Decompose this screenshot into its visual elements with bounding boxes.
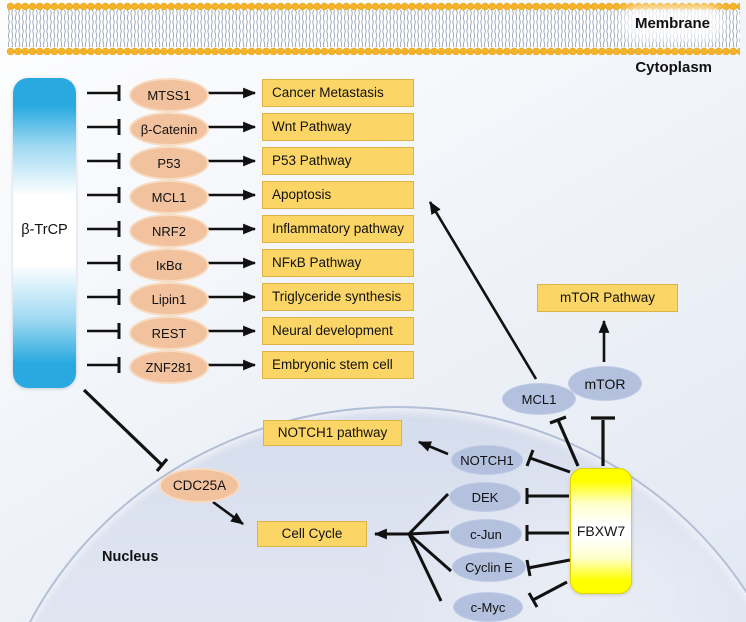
substrate-label: Lipin1 [151, 291, 187, 307]
membrane-bilayer: Membrane [7, 2, 740, 55]
node-mtor: mTOR [568, 366, 642, 401]
pathway-box-p53-pathway: P53 Pathway [262, 147, 414, 175]
substrate-nrf2: NRF2 [129, 214, 209, 248]
substrate-label: IκBα [155, 257, 183, 273]
inhibit-fbxw7-notch1 [525, 449, 571, 474]
node-label: DEK [471, 489, 499, 505]
node-dek: DEK [449, 482, 521, 512]
node-label: MCL1 [521, 391, 557, 407]
substrate-label: NRF2 [152, 223, 186, 239]
node-c-jun: c-Jun [450, 519, 522, 549]
substrate-label: REST [151, 325, 187, 341]
substrate-label: ZNF281 [145, 359, 193, 375]
substrate-label: P53 [157, 155, 181, 171]
inhibit-btrcp-znf281 [87, 357, 121, 373]
arrow-cdc25a-cell-cycle [212, 500, 244, 526]
inhibit-btrcp-b-catenin [87, 119, 121, 135]
fbxw7-label: FBXW7 [576, 523, 626, 539]
arrow-notch1-pathway [417, 440, 449, 456]
inhibit-fbxw7-c-jun [525, 525, 569, 541]
substrate-p53: P53 [129, 146, 209, 180]
substrate-label: MTSS1 [147, 87, 191, 103]
pathway-box-triglyceride: Triglyceride synthesis [262, 283, 414, 311]
cytoplasm-label: Cytoplasm [635, 59, 712, 76]
pathway-box-inflammatory: Inflammatory pathway [262, 215, 414, 243]
inhibit-btrcp-nrf2 [87, 221, 121, 237]
inhibit-fbxw7-mtor [591, 416, 615, 466]
inhibit-fbxw7-c-myc [527, 580, 568, 608]
nucleus-label: Nucleus [102, 549, 159, 565]
substrate-cdc25a: CDC25A [159, 468, 240, 503]
substrate-label: β-Catenin [140, 121, 198, 137]
substrate-znf281: ZNF281 [129, 350, 209, 384]
substrate-lipin1: Lipin1 [129, 282, 209, 316]
node-mcl1: MCL1 [502, 383, 576, 415]
node-label: NOTCH1 [460, 452, 514, 468]
inhibit-btrcp-rest [87, 323, 121, 339]
inhibit-btrcp-lipin1 [87, 289, 121, 305]
inhibit-btrcp-ikba [87, 255, 121, 271]
pathway-box-apoptosis: Apoptosis [262, 181, 414, 209]
substrate-label: MCL1 [151, 189, 187, 205]
node-cyclin-e: Cyclin E [452, 552, 526, 582]
node-label: mTOR [584, 375, 626, 392]
inhibit-btrcp-mtss1 [87, 85, 121, 101]
inhibit-btrcp-cdc25a [82, 388, 169, 473]
pathway-box-cancer-metastasis: Cancer Metastasis [262, 79, 414, 107]
node-label: c-Jun [470, 526, 502, 542]
substrate-mtss1: MTSS1 [129, 78, 209, 112]
pathway-box-wnt-pathway: Wnt Pathway [262, 113, 414, 141]
substrate-rest: REST [129, 316, 209, 350]
fbxw7-hub: FBXW7 [570, 468, 632, 594]
pathway-box-embryonic-stem-cell: Embryonic stem cell [262, 351, 414, 379]
node-notch1: NOTCH1 [451, 445, 523, 475]
pathway-box-notch1: NOTCH1 pathway [263, 420, 402, 446]
converge-to-cell-cycle [407, 492, 452, 602]
pathway-box-cell-cycle: Cell Cycle [257, 521, 367, 547]
substrate-label: CDC25A [172, 478, 227, 493]
node-c-myc: c-Myc [453, 592, 523, 622]
lipid-bilayer-graphic [7, 2, 740, 55]
inhibit-btrcp-mcl1 [87, 187, 121, 203]
pathway-box-neural-development: Neural development [262, 317, 414, 345]
substrate-b-catenin: β-Catenin [129, 112, 209, 146]
inhibit-fbxw7-cyclin-e [525, 558, 571, 577]
btrcp-hub: β-TrCP [13, 78, 76, 388]
inhibit-btrcp-p53 [87, 153, 121, 169]
pathway-box-nfkb-pathway: NFκB Pathway [262, 249, 414, 277]
membrane-label: Membrane [628, 14, 716, 33]
node-label: Cyclin E [465, 559, 513, 575]
arrow-mcl1-apoptosis [428, 201, 538, 380]
substrate-mcl1: MCL1 [129, 180, 209, 214]
pathway-box-mtor: mTOR Pathway [537, 284, 678, 312]
btrcp-label: β-TrCP [21, 222, 68, 238]
inhibit-fbxw7-dek [525, 488, 569, 504]
node-label: c-Myc [470, 599, 506, 615]
substrate-ikba: IκBα [129, 248, 209, 282]
inhibit-fbxw7-mcl1 [549, 415, 580, 467]
